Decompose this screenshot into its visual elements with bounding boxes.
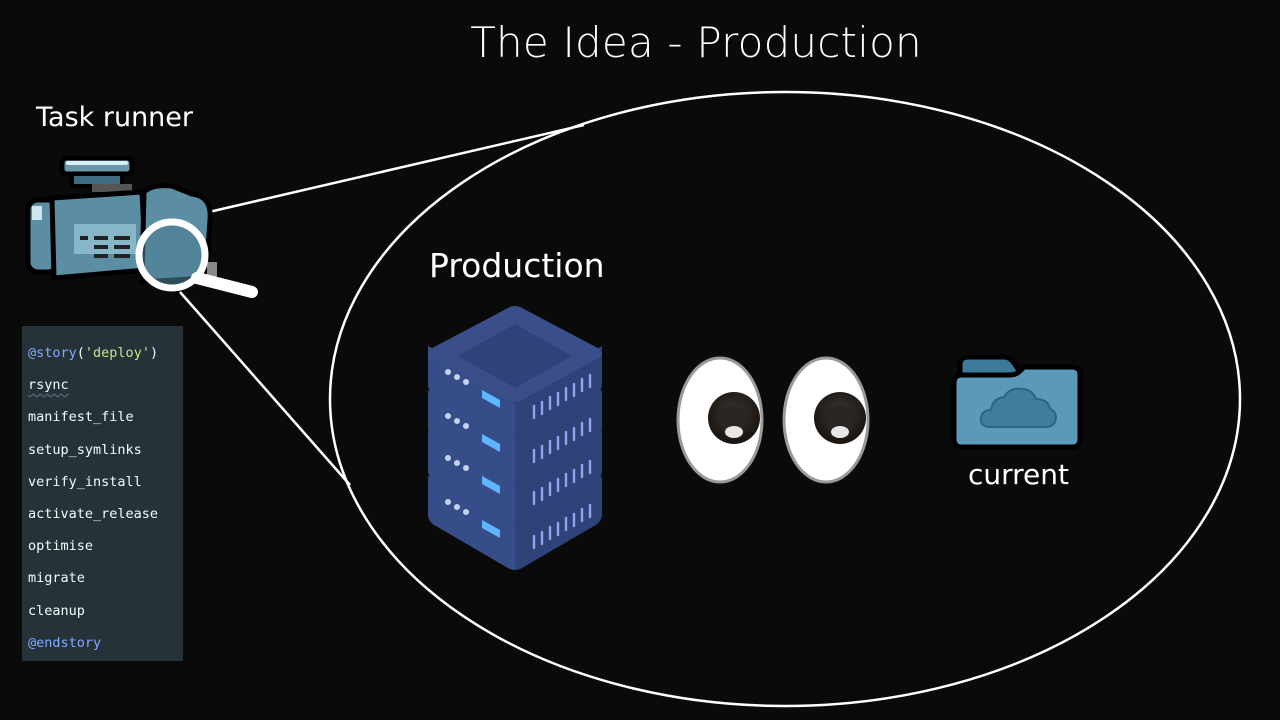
eyes-icon: [676, 356, 872, 484]
left-eye: [676, 356, 764, 484]
code-line-task: activate_release: [28, 506, 183, 538]
task-name: rsync: [28, 377, 69, 394]
task-name: migrate: [28, 570, 85, 587]
task-name: setup_symlinks: [28, 441, 142, 458]
code-line-task: migrate: [28, 570, 183, 602]
deploy-story-code: @story('deploy') rsync manifest_file set…: [22, 326, 183, 661]
task-name: verify_install: [28, 473, 142, 490]
close-paren: ): [149, 345, 159, 361]
server-stack-icon: [424, 306, 606, 574]
slide-title: The Idea - Production: [470, 18, 922, 67]
cloud-folder-icon: [950, 347, 1083, 451]
code-line-task: setup_symlinks: [28, 442, 183, 474]
task-name: optimise: [28, 538, 94, 555]
code-line-story-end: @endstory: [28, 635, 183, 667]
task-name: cleanup: [28, 602, 85, 619]
callout-line-bottom: [179, 291, 351, 486]
machine-with-magnifier-icon: [22, 150, 264, 300]
open-paren: (: [76, 345, 85, 361]
task-runner-label: Task runner: [36, 102, 194, 133]
story-keyword: @story: [28, 345, 77, 361]
code-line-task: verify_install: [28, 474, 183, 506]
story-name-string: 'deploy': [84, 345, 150, 361]
code-line-task: cleanup: [28, 603, 183, 635]
folder-label: current: [968, 458, 1070, 491]
right-eye: [782, 356, 870, 484]
code-line-task: optimise: [28, 538, 183, 570]
code-line-task: manifest_file: [28, 409, 183, 441]
code-line-task: rsync: [28, 377, 183, 409]
task-name: manifest_file: [28, 409, 134, 426]
production-label: Production: [429, 246, 605, 285]
code-line-story-start: @story('deploy'): [28, 345, 183, 377]
endstory-keyword: @endstory: [28, 634, 102, 651]
task-name: activate_release: [28, 505, 159, 522]
